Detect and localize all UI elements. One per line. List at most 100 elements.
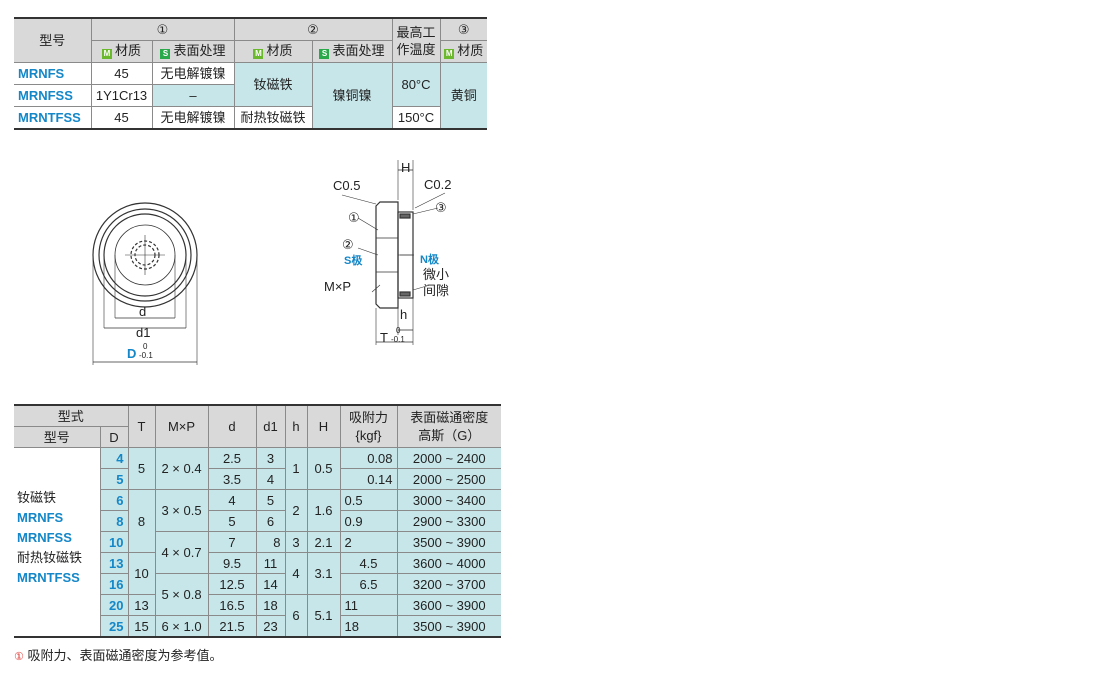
series-type: 钕磁铁: [17, 490, 57, 505]
spec-force: 6.5: [339, 573, 398, 595]
spec-D: 25: [100, 615, 129, 637]
callout-3: ③: [435, 200, 447, 215]
spec-flux: 3500 ~ 3900: [396, 615, 501, 637]
mat-header-group3: ③: [439, 18, 487, 41]
spec-flux: 3600 ~ 3900: [396, 594, 501, 616]
mat-cell: 45: [90, 106, 153, 129]
spec-d1: 5: [255, 489, 286, 511]
spec-h: 4: [284, 552, 308, 595]
spec-header-type: 型式: [14, 405, 129, 427]
spec-d: 2.5: [207, 447, 257, 469]
spec-D: 5: [100, 468, 129, 490]
spec-h: 2: [284, 489, 308, 532]
spec-force: 2: [339, 531, 398, 553]
mat-cell: 耐热钕磁铁: [233, 106, 313, 129]
spec-table: 型式 T M×P d d1 h H 吸附力{kgf} 表面磁通密度高斯（G） 型…: [14, 404, 501, 638]
spec-header-D: D: [99, 426, 128, 448]
spec-mxp: 5 × 0.8: [154, 573, 209, 616]
spec-force: 0.5: [339, 489, 398, 511]
spec-header-model: 型号: [14, 426, 101, 448]
spec-force: 0.08: [339, 447, 398, 469]
spec-mxp: 2 × 0.4: [154, 447, 209, 490]
spec-flux: 3600 ~ 4000: [396, 552, 501, 574]
mat-row-model: MRNTFSS: [14, 106, 92, 129]
side-view-drawing: [341, 160, 446, 345]
spec-d: 21.5: [207, 615, 257, 637]
spec-H: 2.1: [306, 531, 341, 553]
spec-header-T: T: [127, 405, 156, 448]
spec-d1: 6: [255, 510, 286, 532]
spec-force: 0.14: [339, 468, 398, 490]
spec-header-mxp: M×P: [154, 405, 209, 448]
dim-d: d: [139, 304, 147, 319]
spec-force: 4.5: [339, 552, 398, 574]
material-badge-icon: M: [444, 49, 455, 59]
callout-1: ①: [348, 210, 360, 225]
spec-flux: 3000 ~ 3400: [396, 489, 501, 511]
mat-cell: –: [151, 84, 234, 107]
spec-d: 16.5: [207, 594, 257, 616]
spec-d: 4: [207, 489, 257, 511]
spec-T: 5: [127, 447, 156, 490]
series-model: MRNFS: [17, 510, 64, 525]
dim-T-tol-upper: 0: [396, 326, 401, 335]
material-badge-icon: M: [253, 49, 264, 59]
spec-d: 9.5: [207, 552, 257, 574]
spec-d1: 11: [255, 552, 286, 574]
spec-D: 4: [99, 447, 129, 469]
spec-d: 3.5: [207, 468, 257, 490]
dim-T: T: [380, 330, 388, 345]
dim-H: H: [401, 160, 411, 175]
spec-D: 13: [100, 552, 129, 574]
series-cell: 钕磁铁 MRNFS MRNFSS 耐热钕磁铁 MRNTFSS: [14, 447, 101, 638]
mat-cell: 无电解镀镍: [151, 106, 235, 129]
spec-D: 6: [100, 489, 129, 511]
mat-header-group2: ②: [233, 18, 393, 41]
dim-d1: d1: [136, 325, 151, 340]
spec-H: 1.6: [306, 489, 341, 532]
spec-mxp: 6 × 1.0: [154, 615, 209, 637]
spec-flux: 3500 ~ 3900: [396, 531, 501, 553]
spec-header-d1: d1: [255, 405, 286, 448]
series-model: MRNFSS: [17, 530, 72, 545]
spec-h: 1: [284, 447, 308, 490]
mat-row-model: MRNFS: [14, 62, 92, 85]
series-model: MRNTFSS: [17, 570, 80, 585]
series-type: 耐热钕磁铁: [17, 550, 83, 565]
spec-d: 7: [207, 531, 257, 553]
surface-badge-icon: S: [160, 49, 171, 59]
spec-d1: 23: [255, 615, 286, 637]
spec-force: 11: [339, 594, 398, 616]
spec-T: 8: [127, 489, 156, 553]
spec-D: 10: [100, 531, 129, 553]
spec-D: 20: [100, 594, 129, 616]
spec-T: 15: [127, 615, 156, 637]
gap-label: 微小间隙: [423, 267, 450, 298]
spec-T: 10: [127, 552, 156, 595]
spec-header-force: 吸附力{kgf}: [339, 405, 398, 448]
spec-d1: 8: [255, 531, 286, 553]
spec-H: 0.5: [306, 447, 341, 490]
spec-H: 5.1: [306, 594, 341, 638]
spec-d: 12.5: [207, 573, 257, 595]
material-badge-icon: M: [101, 49, 112, 59]
dim-c05: C0.5: [333, 178, 361, 193]
mat-cell: 150°C: [391, 106, 440, 129]
spec-flux: 2900 ~ 3300: [396, 510, 501, 532]
spec-force: 18: [339, 615, 398, 637]
dim-D: D: [127, 346, 137, 361]
surface-badge-icon: S: [319, 49, 330, 59]
spec-D: 16: [100, 573, 129, 595]
dim-T-tol-lower: -0.1: [391, 335, 405, 344]
spec-header-H: H: [306, 405, 341, 448]
spec-flux: 2000 ~ 2500: [396, 468, 501, 490]
spec-mxp: 3 × 0.5: [154, 489, 209, 532]
dim-mxp: M×P: [324, 279, 352, 294]
spec-h: 3: [284, 531, 308, 553]
footnote-text: 吸附力、表面磁通密度为参考值。: [27, 648, 223, 663]
mat-cell: 钕磁铁: [233, 62, 313, 107]
